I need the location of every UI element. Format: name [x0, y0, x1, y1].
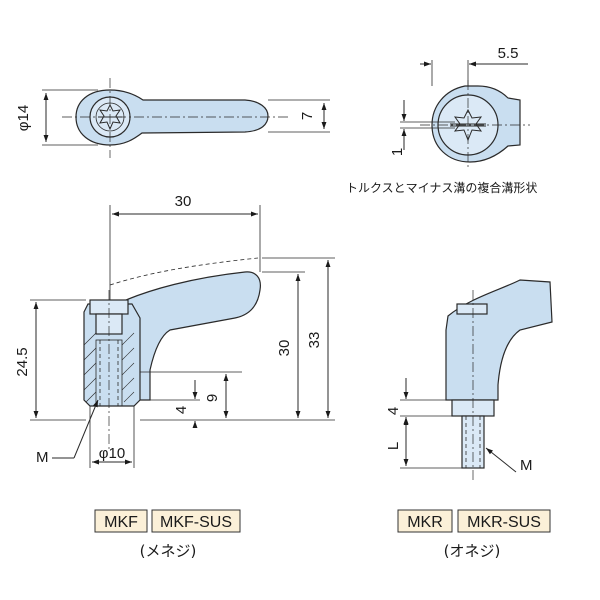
dim-phi10: φ10	[99, 445, 125, 462]
tag-mkr-sus: MKR-SUS	[467, 514, 541, 531]
variant-tag-mkr: MKR MKR-SUS (オネジ)	[397, 509, 551, 560]
side-view-mkf: 30 24.5 30 33 4 9 φ10 M	[14, 193, 335, 468]
label-male-thread: (オネジ)	[444, 542, 501, 560]
dim-4: 4	[173, 406, 190, 414]
tag-mkf: MKF	[104, 514, 138, 531]
top-view: φ14 7	[15, 78, 330, 158]
label-m-male: M	[520, 457, 533, 474]
variant-tag-mkf: MKF MKF-SUS (メネジ)	[94, 509, 241, 560]
tag-mkf-sus: MKF-SUS	[160, 514, 232, 531]
dim-mkr-L: L	[385, 442, 402, 450]
detail-view: 5.5 1 トルクスとマイナス溝の複合溝形状	[346, 45, 537, 195]
dim-7: 7	[299, 112, 316, 120]
dim-mkr-4: 4	[385, 407, 402, 415]
torx-slot-note: トルクスとマイナス溝の複合溝形状	[346, 180, 537, 195]
dim-24-5: 24.5	[14, 347, 31, 376]
dim-33: 33	[306, 332, 323, 349]
dim-1: 1	[389, 148, 406, 156]
label-female-thread: (メネジ)	[140, 542, 197, 560]
dim-30-height: 30	[276, 340, 293, 357]
dim-30-width: 30	[175, 193, 192, 210]
dim-5-5: 5.5	[498, 45, 519, 62]
tag-mkr: MKR	[407, 514, 443, 531]
dim-9: 9	[204, 394, 221, 402]
dim-phi14: φ14	[15, 105, 32, 131]
side-view-mkr: 4 L M	[385, 279, 553, 482]
label-m-female: M	[36, 449, 49, 466]
